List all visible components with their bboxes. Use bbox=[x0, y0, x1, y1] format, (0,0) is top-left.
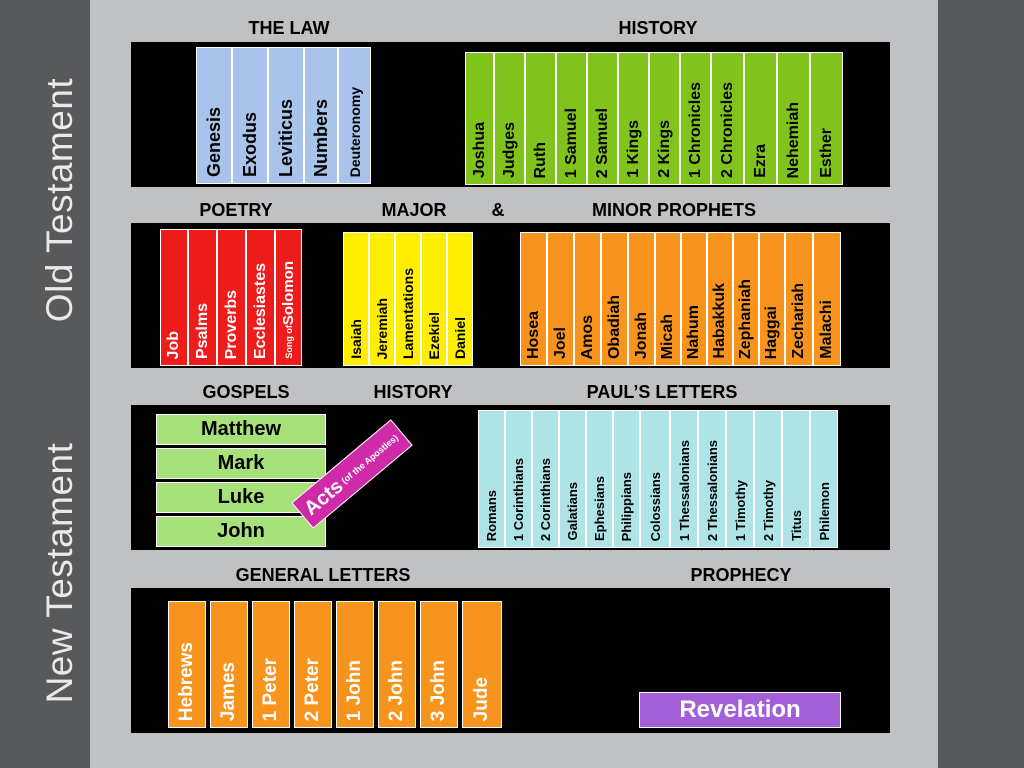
book-2-john: 2 John bbox=[378, 601, 416, 728]
heading-minor-prophets: MINOR PROPHETS bbox=[591, 200, 757, 220]
book-obadiah: Obadiah bbox=[601, 232, 628, 366]
book-psalms: Psalms bbox=[188, 229, 217, 366]
book-joel: Joel bbox=[547, 232, 574, 366]
book-1-peter: 1 Peter bbox=[252, 601, 290, 728]
book-1-timothy: 1 Timothy bbox=[726, 410, 754, 548]
heading-poetry: POETRY bbox=[199, 200, 273, 220]
book-numbers: Numbers bbox=[304, 47, 338, 184]
heading-ampersand: & bbox=[491, 200, 505, 220]
book-2-corinthians: 2 Corinthians bbox=[532, 410, 559, 548]
book-2-kings: 2 Kings bbox=[649, 52, 680, 185]
book-1-kings: 1 Kings bbox=[618, 52, 649, 185]
book-ecclesiastes: Ecclesiastes bbox=[246, 229, 275, 366]
book-proverbs: Proverbs bbox=[217, 229, 246, 366]
book-song-of-solomon: Song ofSolomon bbox=[275, 229, 302, 366]
book-philippians: Philippians bbox=[613, 410, 640, 548]
heading-major: MAJOR bbox=[381, 200, 447, 220]
heading-the-law: THE LAW bbox=[248, 18, 330, 38]
book-hosea: Hosea bbox=[520, 232, 547, 366]
book-2-thessalonians: 2 Thessalonians bbox=[698, 410, 726, 548]
book-nehemiah: Nehemiah bbox=[777, 52, 810, 185]
book-habakkuk: Habakkuk bbox=[707, 232, 733, 366]
book-joshua: Joshua bbox=[465, 52, 494, 185]
book-nahum: Nahum bbox=[681, 232, 707, 366]
book-john: John bbox=[156, 516, 326, 547]
book-mark: Mark bbox=[156, 448, 326, 479]
book-daniel: Daniel bbox=[447, 232, 473, 366]
book-esther: Esther bbox=[810, 52, 843, 185]
book-3-john: 3 John bbox=[420, 601, 458, 728]
book-1-chronicles: 1 Chronicles bbox=[680, 52, 711, 185]
book-1-samuel: 1 Samuel bbox=[556, 52, 587, 185]
book-micah: Micah bbox=[655, 232, 681, 366]
book-hebrews: Hebrews bbox=[168, 601, 206, 728]
book-ephesians: Ephesians bbox=[586, 410, 613, 548]
new-testament-label: New Testament bbox=[39, 442, 80, 704]
book-ezra: Ezra bbox=[744, 52, 777, 185]
book-amos: Amos bbox=[574, 232, 601, 366]
book-1-thessalonians: 1 Thessalonians bbox=[670, 410, 698, 548]
book-zephaniah: Zephaniah bbox=[733, 232, 759, 366]
book-2-samuel: 2 Samuel bbox=[587, 52, 618, 185]
book-titus: Titus bbox=[782, 410, 810, 548]
book-lamentations: Lamentations bbox=[395, 232, 421, 366]
book-ezekiel: Ezekiel bbox=[421, 232, 447, 366]
heading-pauls-letters: PAUL’S LETTERS bbox=[586, 382, 738, 402]
book-james: James bbox=[210, 601, 248, 728]
heading-gospels: GOSPELS bbox=[202, 382, 290, 402]
heading-history-nt: HISTORY bbox=[373, 382, 453, 402]
book-job: Job bbox=[160, 229, 188, 366]
book-zechariah: Zechariah bbox=[785, 232, 813, 366]
old-testament-label: Old Testament bbox=[39, 77, 80, 323]
book-2-timothy: 2 Timothy bbox=[754, 410, 782, 548]
book-judges: Judges bbox=[494, 52, 525, 185]
book-deuteronomy: Deuteronomy bbox=[338, 47, 371, 184]
book-romans: Romans bbox=[478, 410, 505, 548]
book-genesis: Genesis bbox=[196, 47, 232, 184]
book-isaiah: Isaiah bbox=[343, 232, 369, 366]
book-1-john: 1 John bbox=[336, 601, 374, 728]
book-jonah: Jonah bbox=[628, 232, 655, 366]
book-malachi: Malachi bbox=[813, 232, 841, 366]
book-philemon: Philemon bbox=[810, 410, 838, 548]
book-2-chronicles: 2 Chronicles bbox=[711, 52, 744, 185]
book-2-peter: 2 Peter bbox=[294, 601, 332, 728]
book-matthew: Matthew bbox=[156, 414, 326, 445]
book-colossians: Colossians bbox=[640, 410, 670, 548]
book-1-corinthians: 1 Corinthians bbox=[505, 410, 532, 548]
heading-history-ot: HISTORY bbox=[618, 18, 698, 38]
book-jude: Jude bbox=[462, 601, 502, 728]
book-leviticus: Leviticus bbox=[268, 47, 304, 184]
heading-prophecy: PROPHECY bbox=[690, 565, 792, 585]
book-jeremiah: Jeremiah bbox=[369, 232, 395, 366]
book-exodus: Exodus bbox=[232, 47, 268, 184]
book-ruth: Ruth bbox=[525, 52, 556, 185]
book-haggai: Haggai bbox=[759, 232, 785, 366]
book-galatians: Galatians bbox=[559, 410, 586, 548]
heading-general-letters: GENERAL LETTERS bbox=[235, 565, 411, 585]
book-revelation: Revelation bbox=[639, 692, 841, 728]
